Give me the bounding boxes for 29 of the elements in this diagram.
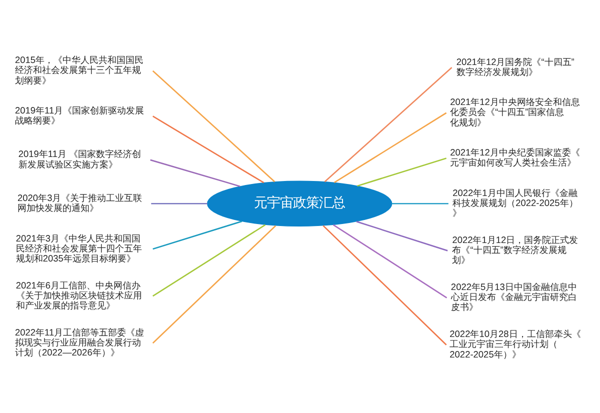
connector	[324, 66, 452, 182]
node-text: 2022年5月13日中国金融信息中心近日发布《金融元宇宙研究白皮书》	[450, 282, 577, 312]
node-text: 2015年，《中华人民共和国国民经济和社会发展第十三个五年规划纲要》	[15, 54, 144, 85]
connector	[322, 224, 447, 345]
connector	[332, 224, 448, 298]
connector	[152, 220, 242, 250]
node-text: 2022年1月12日，国务院正式发布《“十四五”数字经济发展规划》	[452, 234, 578, 265]
connector	[356, 220, 448, 251]
node-text: 2022年1月中国人民银行《金融科技发展规划（2022-2025年）》	[452, 187, 578, 218]
node-text: 2021年12月中央纪委国家监委《元宇宙如何改写人类社会生活》	[450, 147, 580, 168]
connector	[152, 70, 276, 182]
connector	[150, 158, 240, 187]
node-text: 2022年10月28日，工信部牵头《工业元宇宙三年行动计划（2022-2025年）》	[450, 328, 581, 359]
node-text: 2019年11月 《国家数字经济创新发展试验区实施方案》	[18, 148, 142, 169]
connector	[357, 157, 447, 186]
node-text: 2021年12月国务院《“十四五”数字经济发展规划》	[456, 56, 574, 76]
connector	[152, 224, 276, 344]
node-text: 2019年11月《国家创新驱动发展战略纲要》	[15, 105, 144, 126]
connector	[152, 224, 266, 296]
connector	[334, 112, 447, 183]
node-ellipse: 元宇宙政策汇总	[206, 180, 392, 226]
node-text: 2022年11月工信部等五部委《虚拟现实与行业应用融合发展行动计划（2022—2026年）》	[15, 326, 144, 358]
node-text: 2021年12月中央网络安全和信息化委员会《“十四五”国家信息化规划》	[450, 96, 580, 127]
connector	[151, 202, 208, 204]
node-text: 2021年6月工信部、中央网信办《关于加快推动区块链技术应用和产业发展的指导意见》	[16, 280, 142, 310]
node-text: 2021年3月《中华人民共和国国民经济和社会发展第十四个五年规划和2035年远景目标纲要》	[16, 232, 142, 263]
node-text: 2020年3月《关于推动工业互联网加快发展的通知》	[18, 192, 142, 213]
connector	[152, 115, 264, 183]
connector	[392, 202, 448, 204]
